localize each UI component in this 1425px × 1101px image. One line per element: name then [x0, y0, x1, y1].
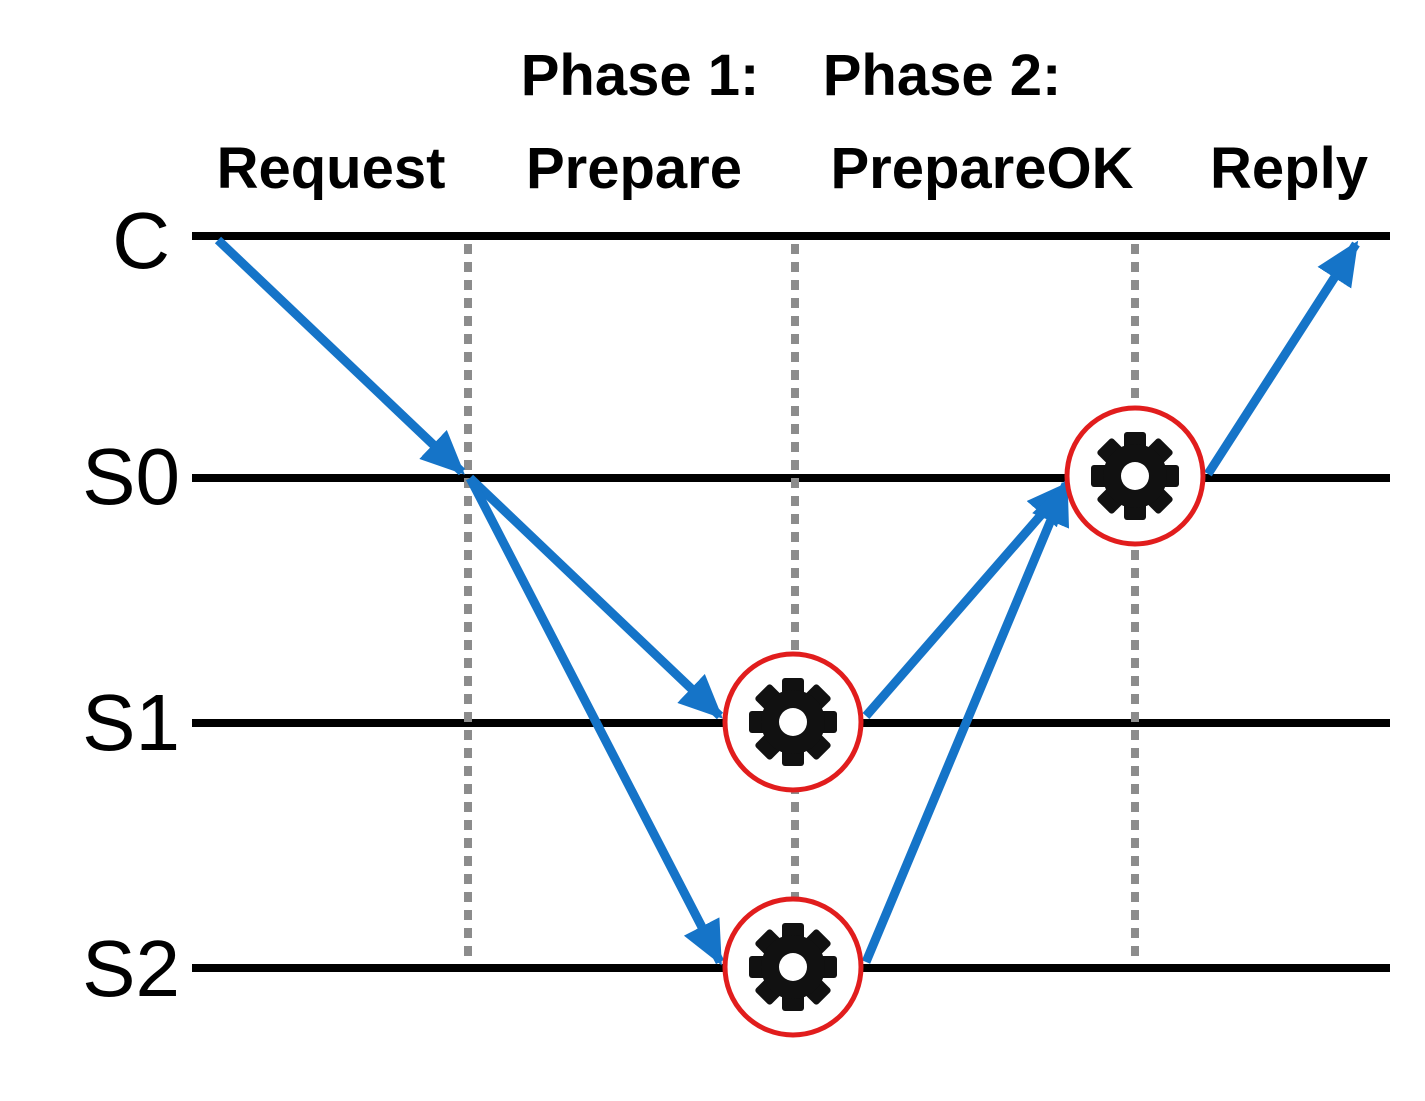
processing-marker-s1 — [722, 651, 864, 793]
gear-icon — [1091, 432, 1179, 520]
reply-label: Reply — [1210, 136, 1368, 201]
arrow-prepareok-s1-to-s0 — [862, 480, 1072, 719]
gear-icon — [749, 923, 837, 1011]
arrow-prepare-s0-to-s1 — [466, 474, 724, 720]
node-s0-label: S0 — [82, 432, 180, 521]
node-s1-label: S1 — [82, 678, 180, 767]
phase-1-label: Phase 1: — [521, 43, 760, 108]
processing-marker-s0 — [1064, 405, 1206, 547]
node-c-label: C — [112, 196, 170, 285]
request-label: Request — [217, 136, 446, 201]
phase-2-label: Phase 2: — [823, 43, 1062, 108]
arrow-prepare-s0-to-s2 — [466, 475, 724, 966]
arrow-reply-s0-to-c — [1204, 240, 1360, 477]
arrow-request-c-to-s0 — [214, 236, 466, 476]
gear-icon — [749, 678, 837, 766]
processing-marker-s2 — [722, 896, 864, 1038]
prepareok-label: PrepareOK — [830, 136, 1133, 201]
arrow-prepareok-s2-to-s0 — [861, 480, 1071, 964]
node-s2-label: S2 — [82, 924, 180, 1013]
prepare-label: Prepare — [526, 136, 742, 201]
